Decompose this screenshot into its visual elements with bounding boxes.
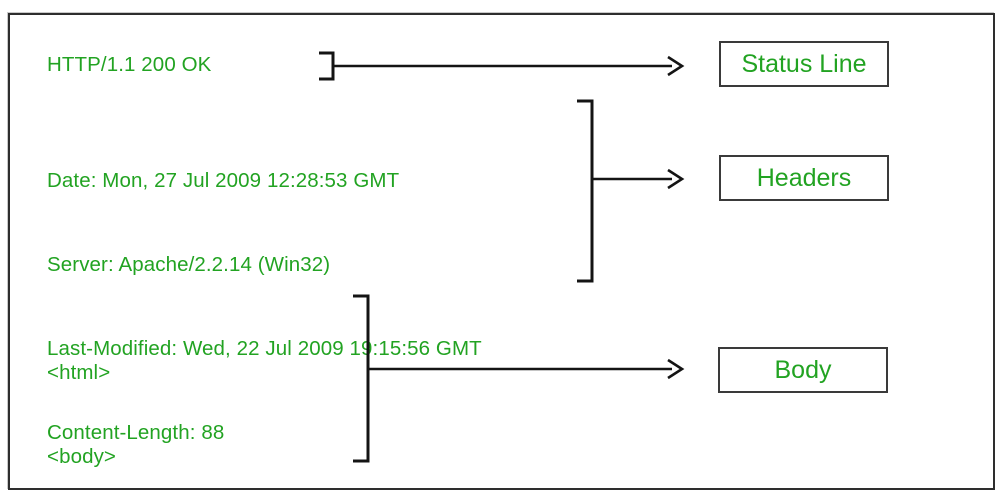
header-line-server: Server: Apache/2.2.14 (Win32) bbox=[47, 253, 331, 276]
status-line-label-box: Status Line bbox=[719, 41, 889, 87]
headers-label: Headers bbox=[756, 163, 852, 192]
body-line-html-open: <html> bbox=[47, 361, 111, 384]
header-line-date: Date: Mon, 27 Jul 2009 12:28:53 GMT bbox=[47, 169, 400, 192]
status-line-label: Status Line bbox=[741, 49, 867, 78]
diagram-outer-frame bbox=[8, 13, 995, 490]
headers-label-box: Headers bbox=[719, 155, 889, 201]
body-label-box: Body bbox=[718, 347, 888, 393]
header-line-last-modified: Last-Modified: Wed, 22 Jul 2009 19:15:56… bbox=[47, 337, 482, 360]
headers-text-block: Date: Mon, 27 Jul 2009 12:28:53 GMT Serv… bbox=[47, 111, 482, 499]
status-line-text: HTTP/1.1 200 OK bbox=[47, 53, 212, 76]
body-text-block: <html> <body> <h1>Hello, World!</h1> </b… bbox=[47, 303, 265, 499]
header-line-content-length: Content-Length: 88 bbox=[47, 421, 225, 444]
body-line-body-open: <body> bbox=[47, 445, 116, 468]
body-label: Body bbox=[774, 355, 832, 384]
